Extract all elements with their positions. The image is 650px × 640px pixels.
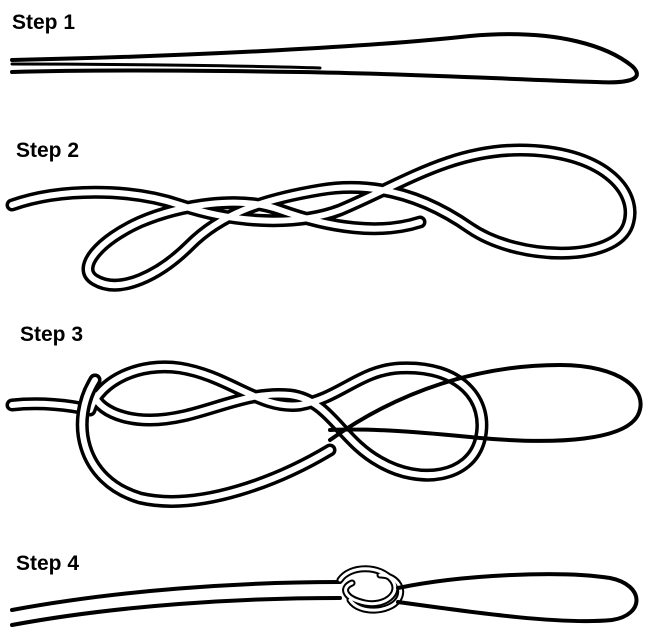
knot — [340, 569, 401, 610]
step-1-illustration — [12, 34, 637, 82]
step-3-illustration — [12, 365, 641, 501]
step-2-illustration — [12, 150, 630, 285]
step-4-illustration — [12, 569, 637, 625]
